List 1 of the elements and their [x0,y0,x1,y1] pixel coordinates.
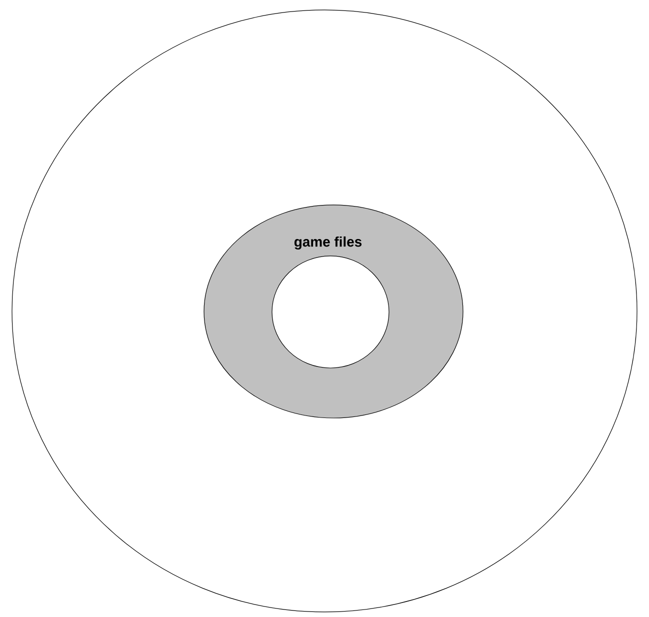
center-hole [272,256,390,368]
